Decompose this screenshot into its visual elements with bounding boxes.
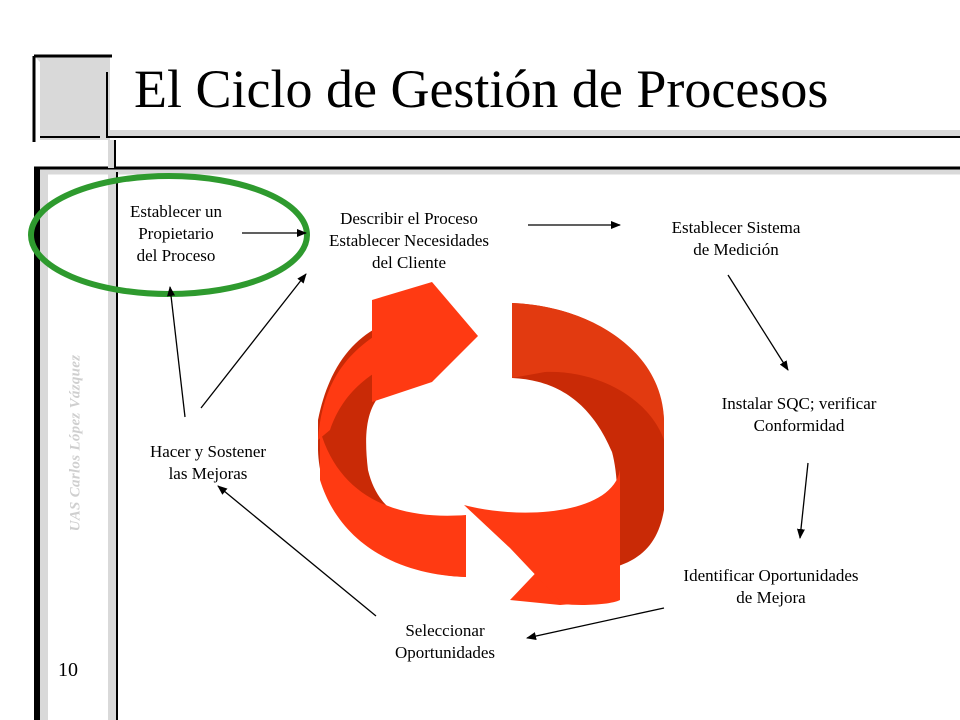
step-line: de Medición <box>693 240 779 259</box>
connector-4-5 <box>796 462 809 539</box>
step-line: Conformidad <box>753 416 845 435</box>
step-line: de Mejora <box>736 588 806 607</box>
step-line: Hacer y Sostener <box>149 442 267 461</box>
step-line: Propietario <box>138 224 214 243</box>
step-line: Establecer Necesidades <box>329 231 489 250</box>
step-line: del Proceso <box>136 246 216 265</box>
step-line: Establecer un <box>129 202 223 221</box>
cycle-arrows-graphic <box>318 282 664 605</box>
step-install-sqc: Instalar SQC; verificar Conformidad <box>684 393 914 437</box>
connector-5-6 <box>526 607 665 640</box>
step-line: Describir el Proceso <box>340 209 478 228</box>
step-line: Instalar SQC; verificar <box>721 394 877 413</box>
step-line: las Mejoras <box>168 464 248 483</box>
step-line: Oportunidades <box>394 643 496 662</box>
step-sustain-improvements: Hacer y Sostener las Mejoras <box>118 441 298 485</box>
connector-3-4 <box>727 274 789 371</box>
connector-6-7 <box>217 485 377 617</box>
cycle-arrow-right-front <box>512 303 664 440</box>
step-select-opportunities: Seleccionar Oportunidades <box>370 620 520 664</box>
cycle-arrow-left-head <box>372 282 478 402</box>
step-describe-process: Describir el Proceso Establecer Necesida… <box>304 208 514 274</box>
connector-7-2 <box>200 273 307 409</box>
page-number: 10 <box>58 659 78 681</box>
step-line: Establecer Sistema <box>671 218 801 237</box>
connector-7-1 <box>167 286 186 418</box>
step-line: del Cliente <box>371 253 447 272</box>
step-identify-opportunities: Identificar Oportunidades de Mejora <box>646 565 896 609</box>
slide-title: El Ciclo de Gestión de Procesos <box>134 59 829 119</box>
step-establish-owner: Establecer un Propietario del Proceso <box>112 201 240 267</box>
step-line: Seleccionar <box>405 621 485 640</box>
step-measurement-system: Establecer Sistema de Medición <box>636 217 836 261</box>
step-line: Identificar Oportunidades <box>683 566 859 585</box>
